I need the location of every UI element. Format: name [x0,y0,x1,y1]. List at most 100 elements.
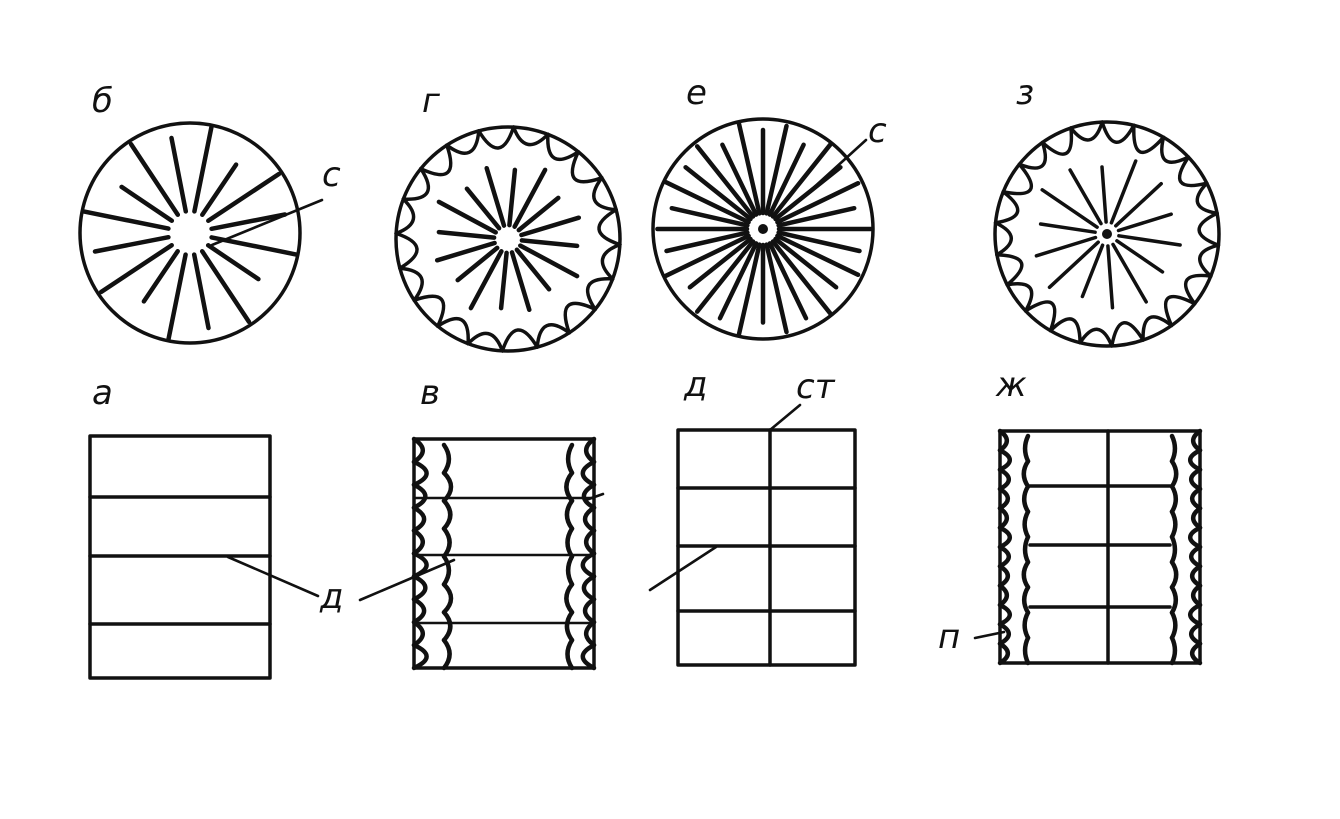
edge-cell [580,459,597,488]
radial-crack [436,229,497,240]
edge-cell [1190,428,1203,453]
edge-cell [411,482,428,510]
edge-cell [564,582,575,615]
edge-cell [564,610,575,643]
radial-crack [767,241,809,321]
radial-crack [519,215,582,238]
edge-cell [441,526,452,559]
label-e: е [686,73,707,113]
radial-crack [773,236,839,290]
radial-crack [687,236,753,290]
edge-cell [997,583,1010,608]
long-section-a [88,434,272,680]
label-b: б [92,81,113,121]
peripheral-cell [546,132,581,162]
edge-cell [411,528,426,556]
radial-crack [92,234,171,254]
radial-crack [464,186,502,231]
edge-cell [441,442,452,476]
edge-cell [1189,486,1203,511]
radial-crack [509,250,532,313]
cross-section-b [78,121,302,345]
edge-cell [411,597,427,625]
edge-cell [565,554,575,587]
edge-cell [997,622,1011,646]
edge-cell [1169,509,1178,540]
edge-cell [565,526,575,559]
edge-cell [1169,484,1179,514]
label-z: з [1016,73,1034,113]
label-v: в [420,373,440,413]
edge-cell [1189,622,1203,646]
cross-section-e [651,117,875,341]
peripheral-cell [466,331,505,353]
peripheral-cell [1141,315,1174,342]
peripheral-cell [1005,282,1034,313]
edge-cell [997,544,1011,569]
edge-cell [997,428,1010,453]
edge-cell [997,564,1011,588]
peripheral-cell [1177,155,1209,188]
edge-cell [1169,433,1178,464]
radial-crack [736,242,762,337]
radial-crack [1115,239,1165,274]
radial-crack [514,247,552,292]
edge-cell [583,619,597,648]
edge-cell [441,498,453,531]
radial-crack [191,252,211,331]
edge-cell [441,582,454,615]
edge-cell [1190,506,1203,530]
peripheral-cell [401,166,431,201]
edge-cell [564,498,575,531]
label-g: г [422,81,441,121]
edge-cell [441,610,453,643]
peripheral-cell [435,316,470,346]
peripheral-cell [1160,135,1191,164]
radial-crack [1106,244,1115,310]
peripheral-cell [993,190,1020,225]
radial-crack [199,249,252,325]
radial-crack [1080,243,1105,299]
peripheral-cell [394,231,419,270]
peripheral-cell [1023,300,1057,333]
peripheral-cell [993,221,1013,257]
peripheral-cell [1110,321,1145,348]
edge-cell [580,642,597,671]
radial-crack [683,165,753,222]
radial-crack [1109,159,1138,225]
edge-cell [997,525,1012,550]
cross-section-g [394,125,622,353]
peripheral-cell [398,266,424,302]
radial-crack [669,205,750,228]
radial-crack [519,238,580,249]
center-dot [1102,229,1112,239]
radial-crack [1034,235,1098,258]
radial-crack [1047,240,1100,290]
peripheral-cell [1132,123,1166,155]
radial-crack [169,135,189,214]
edge-cell [1021,559,1031,590]
radial-crack [436,199,498,235]
peripheral-cell [1040,126,1074,156]
radial-crack [717,241,759,321]
edge-cell [582,505,597,533]
radial-crack [775,180,861,225]
radial-crack [720,142,759,217]
radial-crack [1111,242,1148,304]
peripheral-cell [1100,120,1136,144]
edge-cell [1189,641,1203,666]
edge-cell [997,602,1012,627]
long-section-zh [997,428,1203,666]
edge-cell [997,506,1010,530]
peripheral-cell [1048,317,1082,345]
callout-st: ст [796,367,836,407]
radial-crack [694,144,756,219]
edge-cell [1021,585,1031,615]
edge-cell [1188,448,1203,472]
edge-cell [1022,509,1031,540]
radial-crack [776,205,857,228]
cross-section-z [993,120,1221,348]
edge-cell [997,467,1011,492]
peripheral-cell [585,277,615,312]
